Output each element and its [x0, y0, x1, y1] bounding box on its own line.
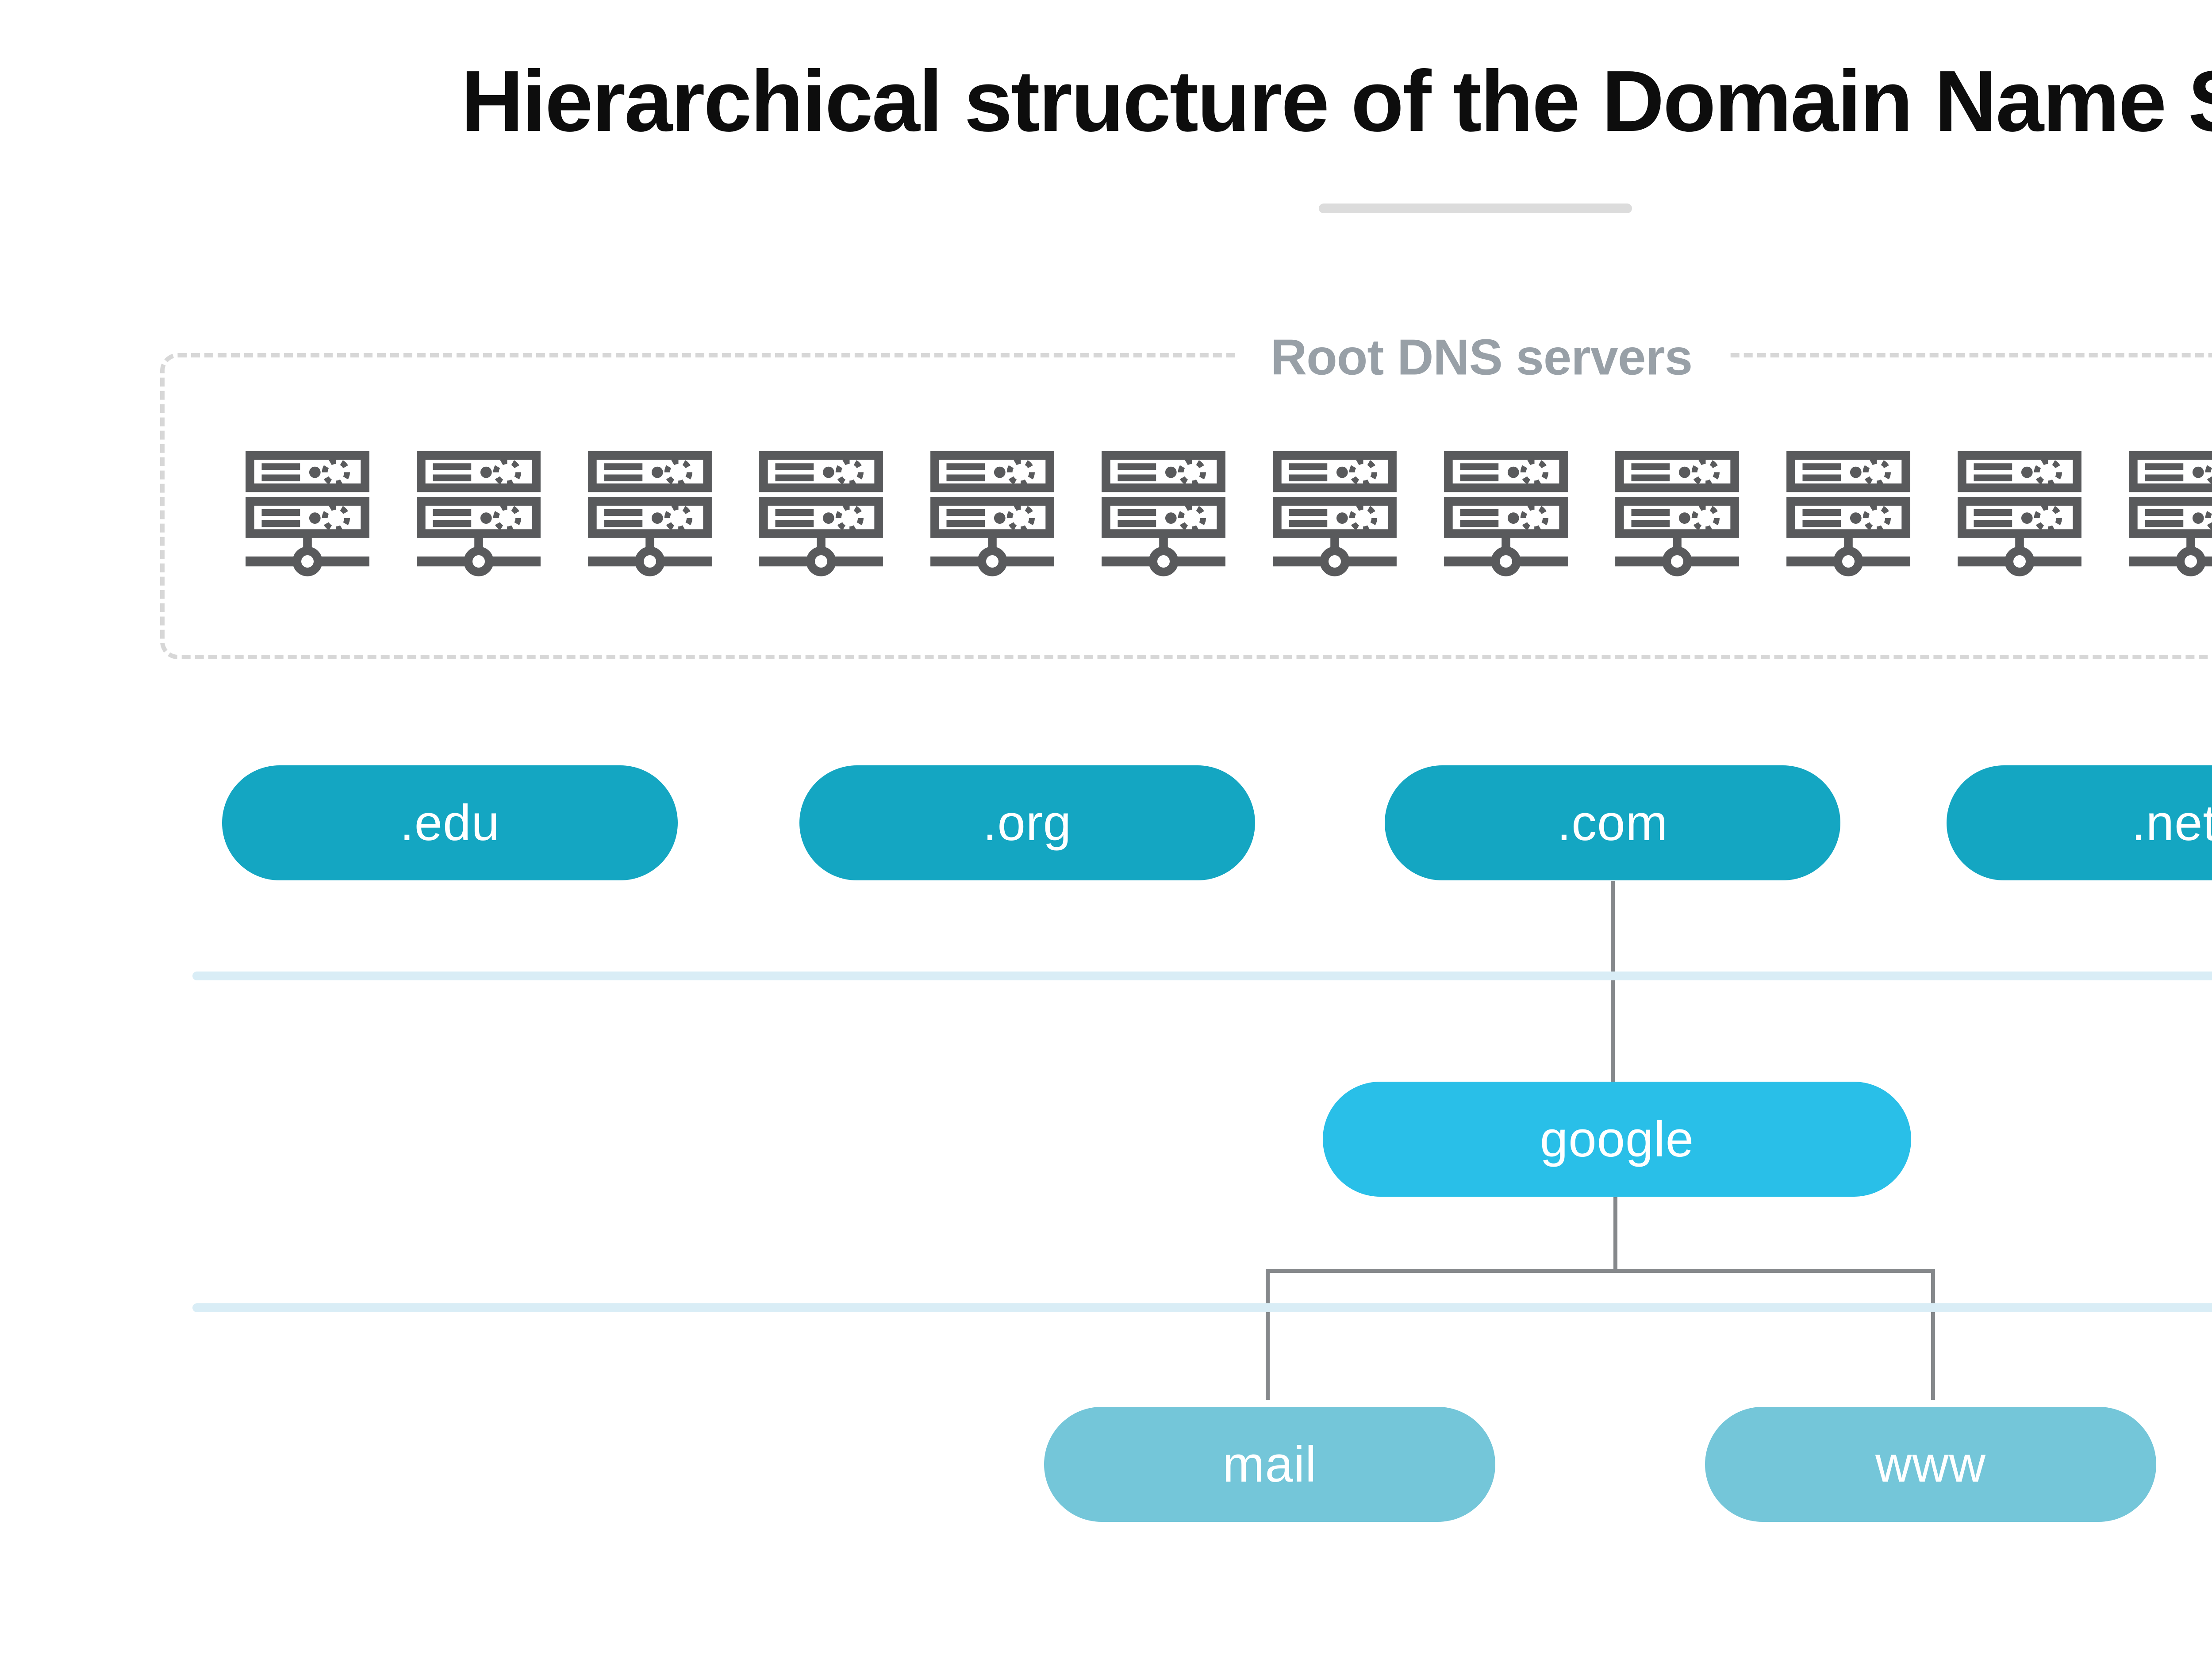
- root-dns-servers-box: Root DNS servers: [160, 328, 2212, 659]
- root-server-icon: [1273, 451, 1397, 576]
- title-divider: [1319, 204, 1632, 213]
- node-mail: mail: [1044, 1407, 1495, 1522]
- connector-to-mail: [1266, 1269, 1270, 1400]
- root-server-icon: [1102, 451, 1225, 576]
- root-server-icon: [930, 451, 1054, 576]
- page-title: Hierarchical structure of the Domain Nam…: [461, 53, 2212, 150]
- node-edu-label: .edu: [400, 795, 500, 851]
- root-dns-servers-label: Root DNS servers: [1235, 328, 1728, 387]
- level-separator-2: [192, 1303, 2212, 1312]
- node-net-label: .net: [2131, 795, 2212, 851]
- root-server-icon: [1444, 451, 1568, 576]
- node-com: .com: [1385, 765, 1840, 880]
- root-server-icon: [1615, 451, 1739, 576]
- connector-com-to-google: [1611, 881, 1615, 1082]
- level-separator-1: [192, 972, 2212, 980]
- root-server-icon: [759, 451, 883, 576]
- node-net: .net: [1947, 765, 2212, 880]
- node-edu: .edu: [222, 765, 678, 880]
- node-google-label: google: [1540, 1111, 1694, 1167]
- node-org-label: .org: [983, 795, 1072, 851]
- root-server-icon: [1786, 451, 1910, 576]
- node-com-label: .com: [1557, 795, 1668, 851]
- root-server-icon: [588, 451, 712, 576]
- connector-to-www: [1931, 1269, 1935, 1400]
- root-server-icon: [1958, 451, 2081, 576]
- node-www-label: www: [1875, 1436, 1986, 1493]
- node-mail-label: mail: [1222, 1436, 1317, 1493]
- node-org: .org: [799, 765, 1255, 880]
- node-google: google: [1323, 1082, 1911, 1197]
- root-server-icon: [246, 451, 369, 576]
- connector-bracket: [1266, 1269, 1935, 1273]
- root-servers-row: [246, 451, 2212, 580]
- node-www: www: [1705, 1407, 2156, 1522]
- root-server-icon: [2129, 451, 2212, 576]
- connector-google-stem: [1613, 1197, 1617, 1270]
- root-server-icon: [417, 451, 541, 576]
